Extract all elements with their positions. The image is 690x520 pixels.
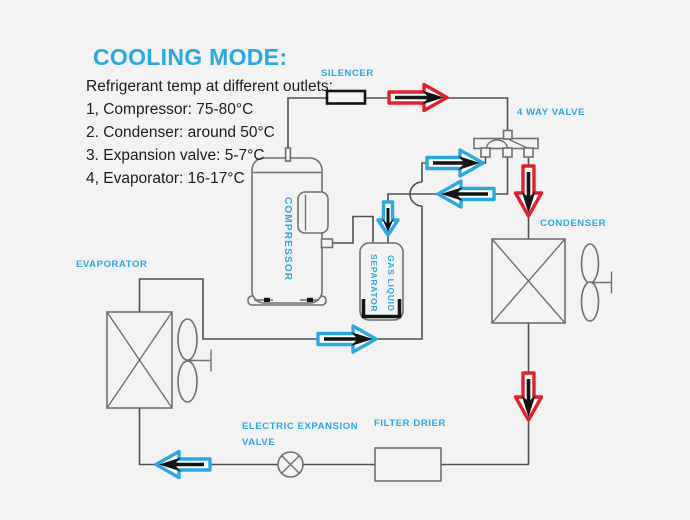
filter-drier-box — [374, 447, 442, 482]
flow-arrow-into-separator-down — [376, 200, 400, 237]
evaporator-fan — [177, 318, 212, 403]
note-line: 1, Compressor: 75-80°C — [86, 101, 254, 118]
filter-drier-label: FILTER DRIER — [374, 418, 446, 429]
compressor-discharge-stub — [284, 147, 292, 162]
flow-arrow-valve-to-condenser — [513, 164, 544, 218]
note-line: 4, Evaporator: 16-17°C — [86, 170, 245, 187]
flow-arrow-suction-into-valve — [425, 148, 485, 178]
condenser-coil — [491, 238, 566, 324]
gas-liquid-separator-label: GAS LIQUID SEPARATOR — [369, 253, 396, 313]
flow-arrow-evaporator-return-right — [316, 324, 378, 354]
valve-port-middle — [502, 147, 513, 158]
flow-arrow-condenser-to-filter — [513, 371, 544, 422]
condenser-label: CONDENSER — [540, 218, 607, 229]
expansion-valve-symbol — [277, 451, 304, 478]
silencer — [325, 89, 367, 105]
note-line: Refrigerant temp at different outlets: — [86, 78, 333, 95]
flow-arrow-discharge-right — [387, 82, 449, 113]
compressor-suction-stub — [320, 238, 334, 249]
separator-vessel — [359, 242, 404, 321]
four-way-valve — [473, 129, 539, 158]
evaporator-coil — [106, 311, 173, 409]
separator-bracket — [361, 299, 402, 319]
note-line: 3. Expansion valve: 5-7°C — [86, 147, 265, 164]
valve-internal-diagonal — [508, 138, 528, 149]
valve-internal-arc — [485, 139, 509, 149]
evaporator-label: EVAPORATOR — [76, 259, 148, 270]
compressor-label: COMPRESSOR — [282, 196, 293, 282]
compressor-terminal-box — [297, 191, 329, 234]
expansion-valve-label-line1: ELECTRIC EXPANSION — [242, 421, 359, 432]
expansion-valve-label-line2: VALVE — [242, 437, 276, 448]
silencer-label: SILENCER — [321, 68, 374, 79]
flow-arrow-valve-to-separator-left — [436, 179, 496, 209]
compressor-body — [247, 147, 334, 306]
valve-port-top — [502, 129, 513, 140]
flow-arrow-into-evaporator-left — [154, 449, 212, 480]
condenser-fan — [580, 243, 613, 322]
page-title: COOLING MODE: — [93, 44, 288, 70]
note-line: 2. Condenser: around 50°C — [86, 124, 275, 141]
valve-port-right — [523, 147, 534, 158]
four-way-valve-label: 4 WAY VALVE — [517, 107, 586, 118]
valve-port-left — [480, 147, 491, 158]
